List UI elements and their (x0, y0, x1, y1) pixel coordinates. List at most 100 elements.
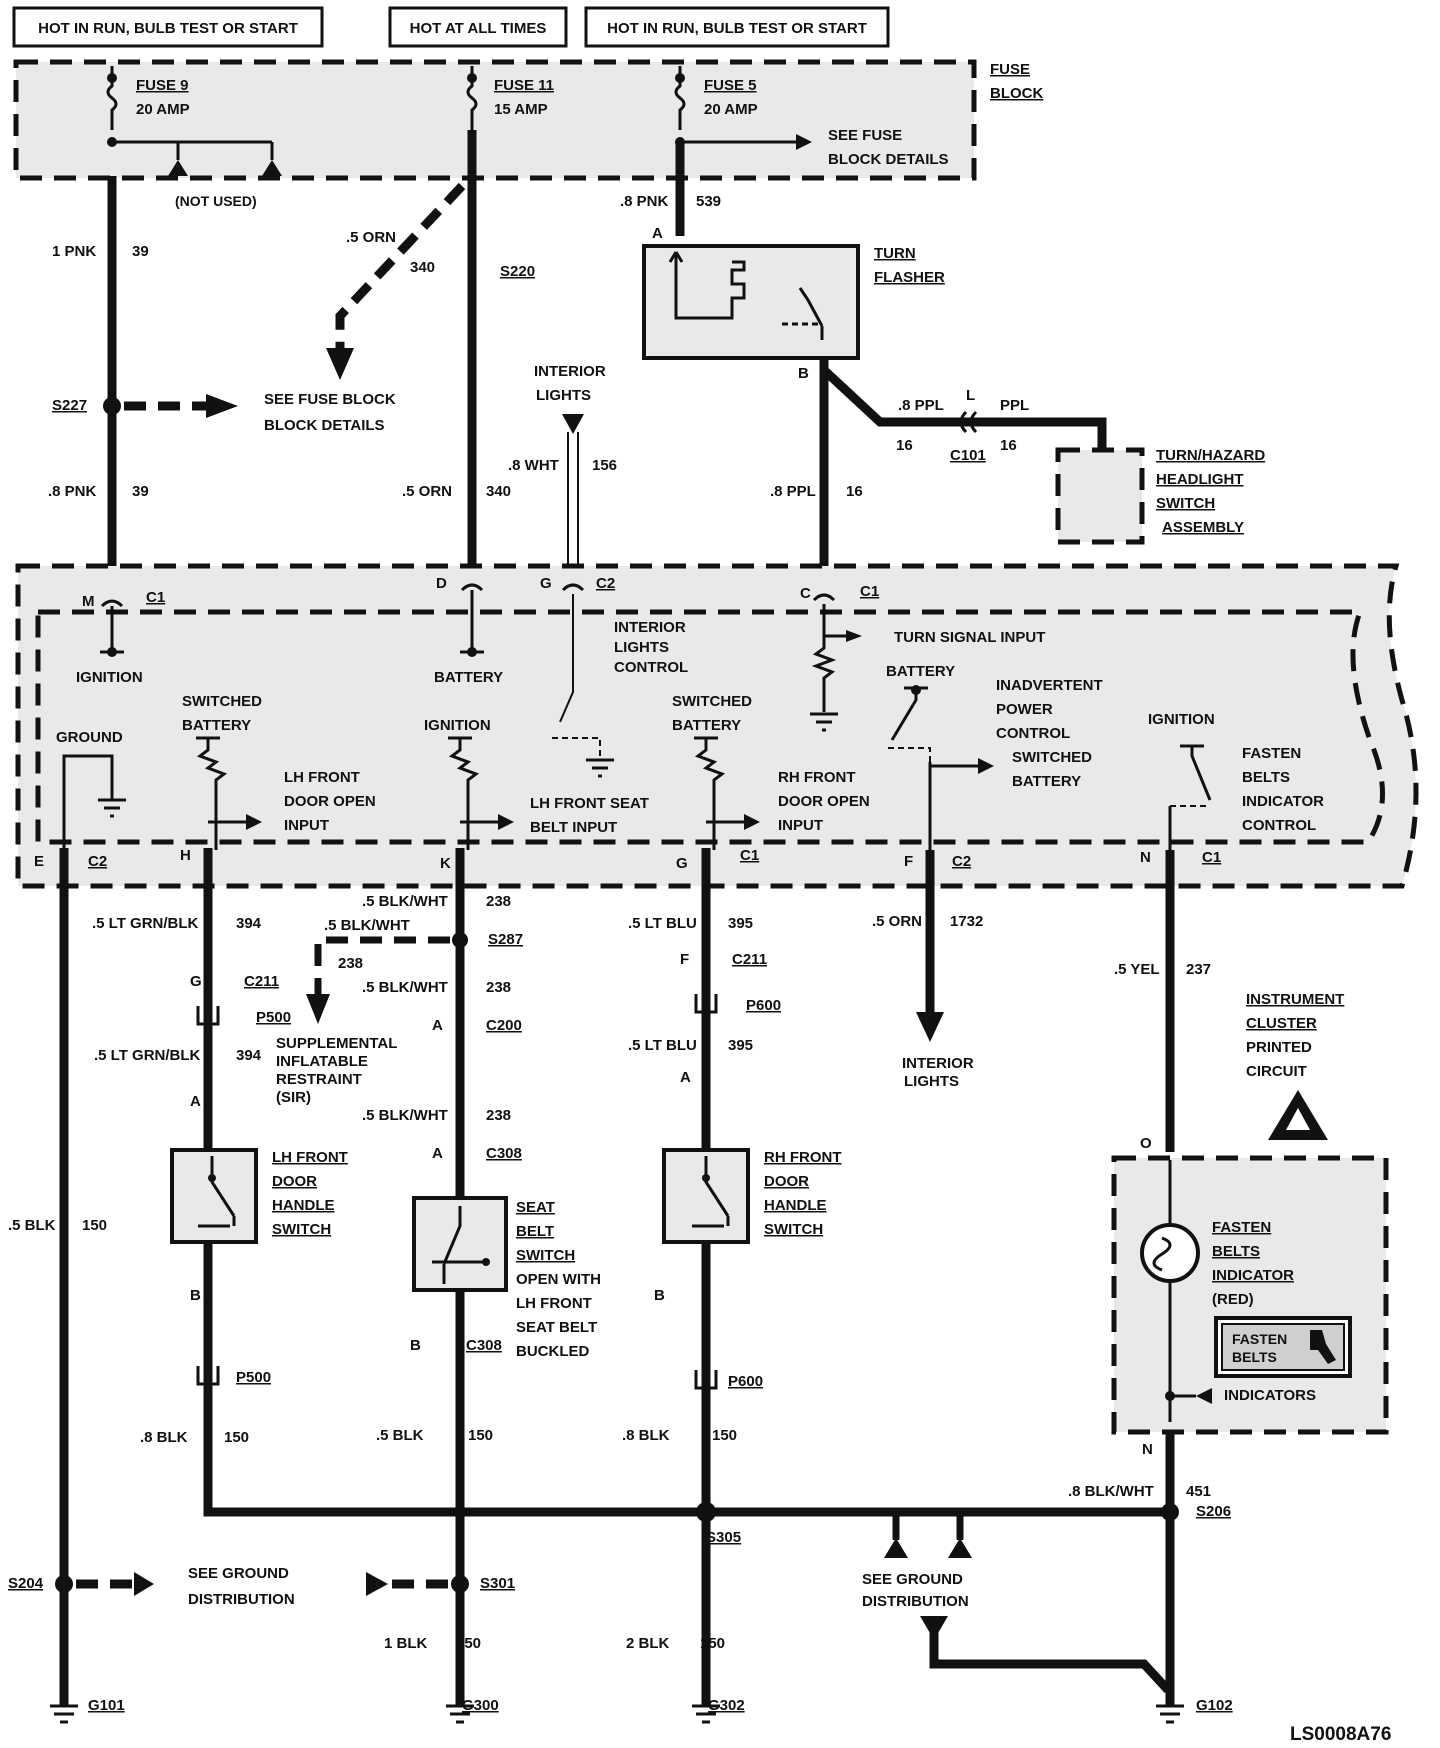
b-lh: B (190, 1287, 201, 1304)
ipc-output (928, 762, 980, 850)
battery-node (467, 647, 477, 657)
turn-flasher-label-2: FLASHER (874, 269, 945, 286)
header-box-center (388, 6, 568, 48)
c308-b: C308 (466, 1337, 502, 1354)
rhdoor-2: DOOR OPEN (778, 793, 870, 810)
circuit-394a: 394 (236, 915, 262, 932)
lower-wires: .5 BLK 150 S204 SEE GROUND DISTRIBUTION … (8, 848, 1344, 1706)
wire-label-5orn-c: .5 ORN (872, 913, 922, 930)
c308-a: C308 (486, 1145, 522, 1162)
circuit-238b: 238 (338, 955, 363, 972)
header-left: HOT IN RUN, BULB TEST OR START (38, 20, 298, 37)
splice-s220-label: S220 (500, 263, 535, 280)
wire-label-1blk: 1 BLK (384, 1635, 428, 1652)
sir-4: (SIR) (276, 1089, 311, 1106)
wire-label-8ppl-a: .8 PPL (898, 397, 944, 414)
fuse9-rating: 20 AMP (136, 101, 190, 118)
arrow-right-icon (206, 394, 238, 418)
turn-hazard-label-2: HEADLIGHT (1156, 471, 1244, 488)
ignition-node (107, 647, 117, 657)
wire-label-8wht: .8 WHT (508, 457, 559, 474)
fasten-belts-bulb-icon (1140, 1223, 1200, 1283)
wire-label-5blkwht-a: .5 BLK/WHT (362, 893, 448, 910)
lh-switch-4: SWITCH (272, 1221, 331, 1238)
b-c308: B (410, 1337, 421, 1354)
arrow-right-icon (796, 134, 812, 150)
instrument-cluster: FASTEN BELTS INDICATOR (RED) FASTEN BELT… (1111, 1155, 1389, 1458)
see-fuse-block-1: SEE FUSE BLOCK (264, 391, 396, 408)
lhdoor-2: DOOR OPEN (284, 793, 376, 810)
c1-m: C1 (146, 589, 165, 606)
ground-g102-label: G102 (1196, 1697, 1233, 1714)
circuit-238a: 238 (486, 893, 511, 910)
flasher-element (668, 251, 746, 320)
arrow-down-icon (562, 414, 584, 434)
c101-label: C101 (950, 447, 986, 464)
c1-n: C1 (1202, 849, 1221, 866)
rh-door-open-circuit (694, 736, 746, 850)
rhdoor-1: RH FRONT (778, 769, 856, 786)
fuse9-symbol (106, 66, 118, 130)
ground-icon (692, 1704, 720, 1724)
c211-a: C211 (244, 973, 279, 990)
fuse9-top-node (107, 73, 117, 83)
c2-f: C2 (952, 853, 971, 870)
ground-circuit (62, 754, 126, 848)
switches: LH FRONT DOOR HANDLE SWITCH SEAT BELT SW… (170, 1148, 842, 1360)
splice-s287 (452, 932, 468, 948)
fbic-4: CONTROL (1242, 817, 1316, 834)
see-ground-4: DISTRIBUTION (862, 1593, 969, 1610)
wire-label-5orn-a: .5 ORN (346, 229, 396, 246)
turn-signal-input: TURN SIGNAL INPUT (894, 629, 1045, 646)
p500-connector-icon (196, 1006, 220, 1026)
cluster-fb-4: (RED) (1212, 1291, 1254, 1308)
badge-2: BELTS (1232, 1349, 1277, 1365)
circuit-340a: 340 (410, 259, 435, 276)
fuse11-symbol (466, 66, 478, 130)
wire-label-5blkwht-b: .5 BLK/WHT (324, 917, 410, 934)
cluster-fb-1: FASTEN (1212, 1219, 1271, 1236)
seat-switch-4: OPEN WITH (516, 1271, 601, 1288)
seat-switch-6: SEAT BELT (516, 1319, 597, 1336)
ground-icon (810, 712, 838, 732)
circuit-150e: 150 (456, 1635, 481, 1652)
circuit-150c: 150 (468, 1427, 493, 1444)
see-fuse-block-2: BLOCK DETAILS (264, 417, 385, 434)
ic-4: CIRCUIT (1246, 1063, 1307, 1080)
wire-label-1pnk: 1 PNK (52, 243, 96, 260)
interior-lights-bot-2: LIGHTS (904, 1073, 959, 1090)
pin-g: G (540, 575, 552, 592)
pin-e: E (34, 853, 44, 870)
fuse-block-label-1: FUSE (990, 61, 1030, 78)
c101-connector-icon (959, 410, 978, 434)
ground-g302-label: G302 (708, 1697, 745, 1714)
lhdoor-1: LH FRONT (284, 769, 360, 786)
indicators-node (1165, 1391, 1175, 1401)
arrow-down-icon (916, 1012, 944, 1042)
wire-label-2blk: 2 BLK (626, 1635, 670, 1652)
pin-c: C (800, 585, 811, 602)
arrow-right-icon (846, 630, 862, 642)
header-box-right (584, 6, 890, 48)
turn-signal-input-circuit (811, 604, 846, 712)
p600-connector-icon (694, 1370, 718, 1390)
circuit-1732: 1732 (950, 913, 983, 930)
sir-3: RESTRAINT (276, 1071, 362, 1088)
wire-g102-branch (929, 1632, 1172, 1694)
fbic-3: INDICATOR (1242, 793, 1324, 810)
turn-hazard-label-3: SWITCH (1156, 495, 1215, 512)
ignition-mid: IGNITION (424, 717, 491, 734)
module-ignition-left: IGNITION (76, 669, 143, 686)
lh-seat-belt-circuit (448, 736, 500, 850)
swbat-1a: SWITCHED (182, 693, 262, 710)
module-ground: GROUND (56, 729, 123, 746)
ground-icon (1156, 1704, 1184, 1724)
arrow-right-icon (134, 1572, 154, 1596)
wire-label-ppl: PPL (1000, 397, 1029, 414)
c211-b: C211 (732, 951, 767, 968)
pin-c-connector (812, 593, 836, 602)
ilc-3: CONTROL (614, 659, 688, 676)
circuit-394b: 394 (236, 1047, 262, 1064)
battery-right: BATTERY (886, 663, 955, 680)
